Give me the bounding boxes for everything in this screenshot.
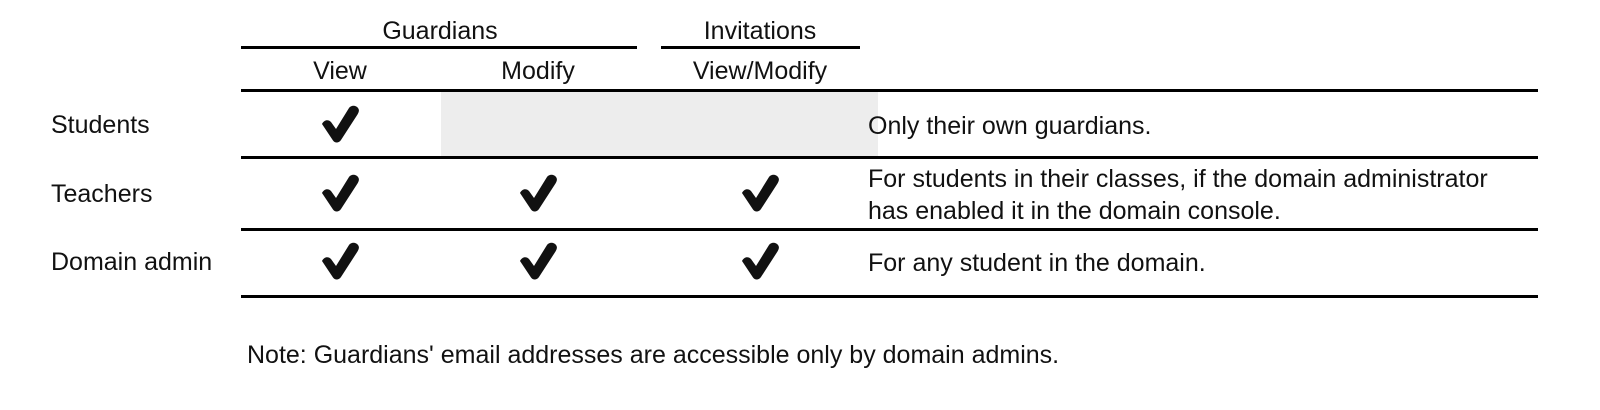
check-icon bbox=[738, 241, 782, 281]
row-description-domain-admin: For any student in the domain. bbox=[868, 249, 1206, 277]
check-icon bbox=[318, 173, 362, 213]
table-rule-after-teachers bbox=[241, 228, 1538, 231]
table-rule-after-students bbox=[241, 156, 1538, 159]
check-icon bbox=[738, 173, 782, 213]
column-header-view-modify: View/Modify bbox=[692, 57, 828, 85]
table-rule-bottom bbox=[241, 295, 1538, 298]
row-label-domain-admin: Domain admin bbox=[51, 248, 213, 276]
disabled-cell-students bbox=[441, 92, 878, 156]
check-icon bbox=[516, 173, 560, 213]
spanner-rule-guardians bbox=[241, 46, 637, 49]
group-header-invitations: Invitations bbox=[703, 17, 817, 45]
check-icon bbox=[318, 104, 362, 144]
row-label-teachers: Teachers bbox=[51, 180, 153, 208]
row-description-students: Only their own guardians. bbox=[868, 112, 1152, 140]
row-description-teachers: For students in their classes, if the do… bbox=[868, 165, 1488, 225]
column-header-modify: Modify bbox=[501, 57, 575, 85]
group-header-guardians: Guardians bbox=[382, 17, 498, 45]
column-header-view: View bbox=[313, 57, 367, 85]
row-label-students: Students bbox=[51, 111, 150, 139]
table-rule-top bbox=[241, 89, 1538, 92]
check-icon bbox=[318, 241, 362, 281]
check-icon bbox=[516, 241, 560, 281]
footnote-text: Note: Guardians' email addresses are acc… bbox=[247, 341, 1060, 369]
spanner-rule-invitations bbox=[661, 46, 860, 49]
